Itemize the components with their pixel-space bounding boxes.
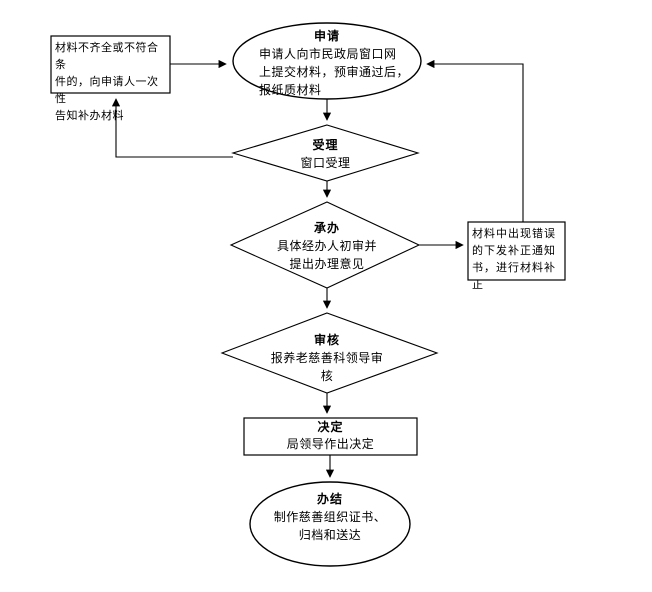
- complete-title: 办结: [316, 492, 343, 506]
- review-line: 核: [320, 369, 334, 383]
- correction-notice-rect: [467, 221, 566, 281]
- correction-notice-line: 材料中出现错误: [472, 228, 556, 240]
- accept-line: 窗口受理: [300, 156, 351, 170]
- apply-line: 上提交材料，预审通过后，: [259, 65, 410, 79]
- apply-line: 申请人向市民政局窗口网: [259, 47, 397, 61]
- connector-correction-to-apply: [426, 59, 524, 222]
- complete-node-text: 办结 制作慈善组织证书、 归档和送达: [250, 490, 410, 544]
- correction-notice-line: 书，进行材料补正: [472, 262, 556, 291]
- accept-title: 受理: [312, 138, 339, 152]
- correction-notice-line: 的下发补正通知: [472, 245, 556, 257]
- apply-line: 报纸质材料: [259, 83, 322, 97]
- notify-supplement-line: 件的，向申请人一次性: [55, 76, 159, 105]
- notify-supplement-line: 告知补办材料: [55, 110, 124, 122]
- review-node-text: 审核 报养老慈善科领导审 核: [237, 331, 417, 385]
- apply-node-text: 申请 申请人向市民政局窗口网 上提交材料，预审通过后， 报纸质材料: [233, 27, 421, 99]
- decision-line: 局领导作出决定: [286, 437, 375, 451]
- complete-line: 制作慈善组织证书、: [273, 510, 387, 524]
- apply-title: 申请: [313, 29, 340, 43]
- notify-supplement-node-text: 材料不齐全或不符合条 件的，向申请人一次性 告知补办材料: [55, 40, 169, 125]
- review-title: 审核: [313, 333, 340, 347]
- notify-supplement-line: 材料不齐全或不符合条: [55, 42, 159, 71]
- accept-node-text: 受理 窗口受理: [233, 136, 418, 172]
- decision-title: 决定: [317, 420, 344, 434]
- connector-accept-to-notify: [111, 98, 233, 158]
- review-line: 报养老慈善科领导审: [270, 351, 384, 365]
- handle-title: 承办: [313, 221, 340, 235]
- complete-line: 归档和送达: [298, 528, 362, 542]
- handle-line: 提出办理意见: [289, 257, 365, 271]
- handle-node-text: 承办 具体经办人初审并 提出办理意见: [232, 219, 422, 273]
- complete-ellipse: [249, 481, 411, 567]
- decision-node-text: 决定 局领导作出决定: [244, 419, 417, 453]
- correction-notice-node-text: 材料中出现错误 的下发补正通知 书，进行材料补正: [472, 226, 562, 294]
- handle-line: 具体经办人初审并: [276, 239, 377, 253]
